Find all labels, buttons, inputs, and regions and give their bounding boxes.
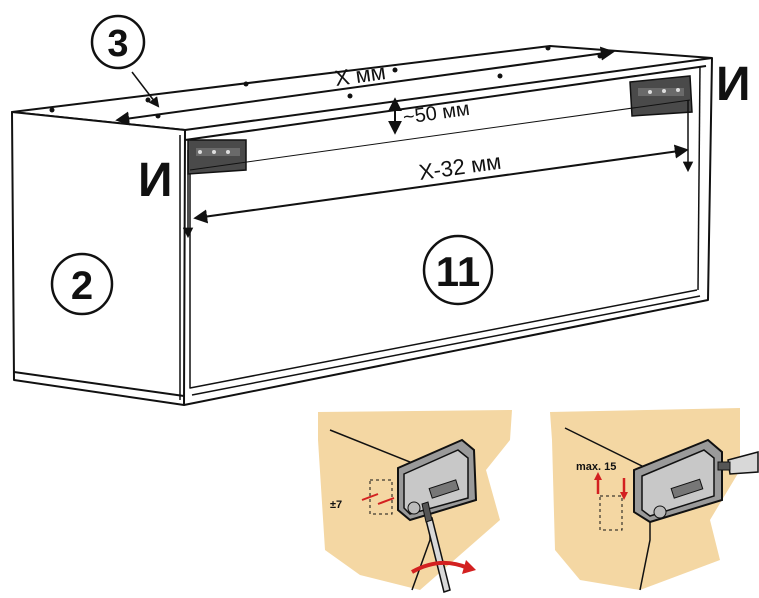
bottom-panel-edge (191, 295, 701, 396)
hinge-left-label: И (138, 154, 173, 207)
cabinet (11, 45, 713, 406)
bottom-panel (189, 140, 698, 389)
part-2-marker: 2 (50, 252, 114, 316)
part-2-label: 2 (71, 264, 93, 308)
detail-height-adjustment: max. 15 (550, 408, 759, 591)
guide-hinge (189, 99, 691, 171)
dim-line-x32 (193, 144, 689, 224)
dim-line-x (115, 46, 615, 126)
dim-x32-label: X-32 мм (417, 149, 503, 185)
part-11-marker: 11 (422, 234, 494, 306)
rotate-arrow-icon (411, 560, 469, 574)
hinge-right-label: И (716, 58, 751, 111)
leader-3 (131, 71, 160, 108)
side-panel-right (183, 57, 713, 406)
part-11-label: 11 (436, 248, 480, 295)
hinge-plate-right (629, 75, 693, 117)
dimension-lines (115, 46, 694, 239)
part-3-label: 3 (107, 23, 128, 65)
screwdriver-icon (421, 501, 451, 593)
part-3-marker: 3 (90, 14, 146, 70)
side-panel-right-inner (697, 65, 701, 291)
side-panel-left-edge (13, 371, 185, 397)
dim-50-label: ~50 мм (402, 98, 471, 129)
detail-depth-adjustment: ±7 (318, 410, 512, 593)
adj-depth-label: ±7 (330, 499, 342, 511)
adj-height-label: max. 15 (576, 461, 616, 473)
